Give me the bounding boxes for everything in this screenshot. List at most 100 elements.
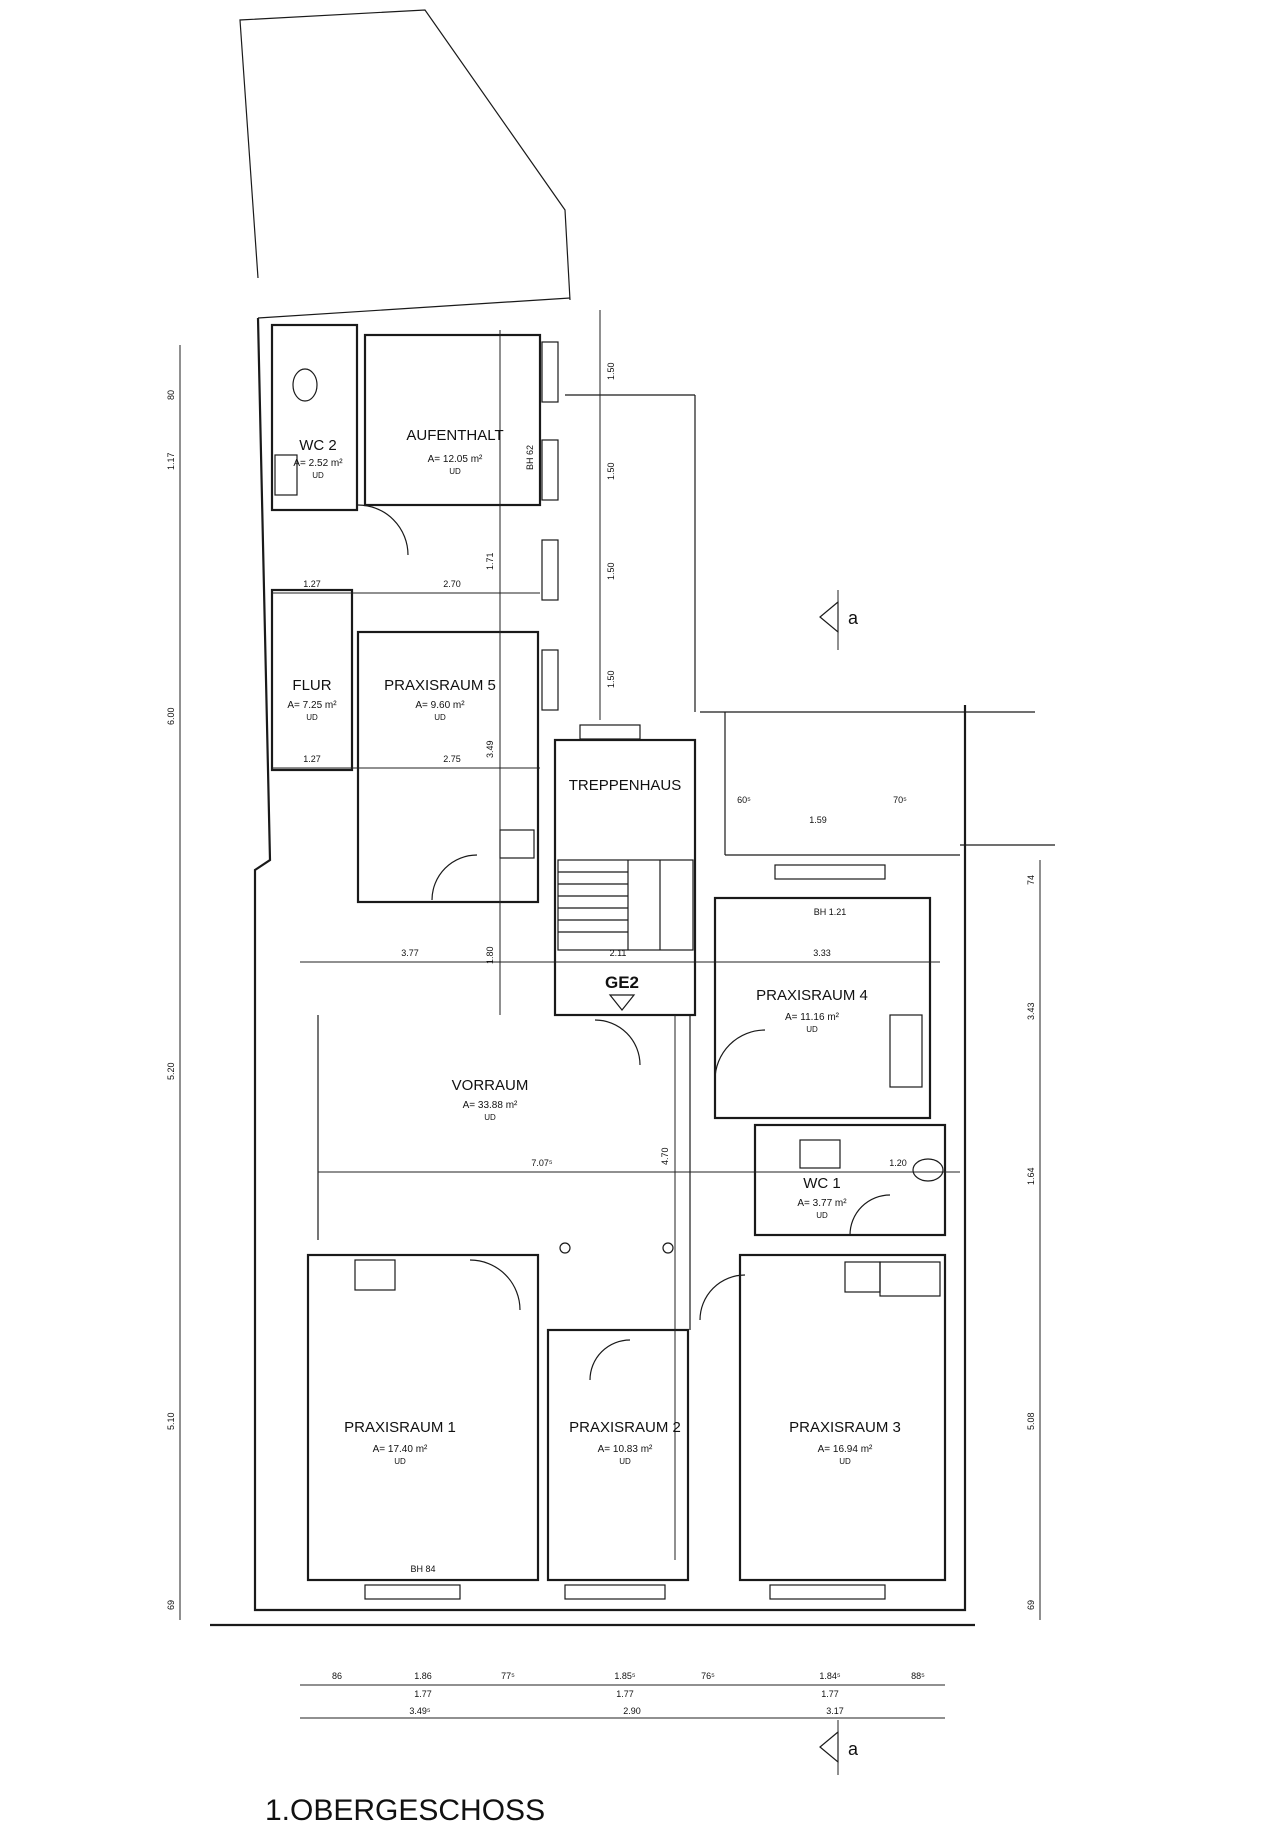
dim-text: 1.17 (166, 452, 176, 470)
door-swings (357, 504, 891, 1381)
wc1-walls (753, 1123, 947, 1237)
praxisraum1-walls (306, 1253, 540, 1582)
stair-dimensions: 1.50 1.50 1.50 1.50 (606, 362, 616, 688)
praxisraum5-walls (356, 630, 540, 904)
room-praxisraum-5: PRAXISRAUM 5 A= 9.60 m² UD (384, 677, 496, 722)
room-floor: UD (434, 713, 446, 722)
dim-text: 60⁵ (737, 795, 751, 805)
room-vorraum: VORRAUM A= 33.88 m² UD (452, 1077, 529, 1122)
dim-text: 2.90 (623, 1706, 641, 1716)
note-bh-84: BH 84 (410, 1564, 435, 1574)
dim-text: 1.50 (606, 462, 616, 480)
wc2-walls (270, 323, 359, 512)
interior-walls (270, 323, 947, 1582)
dim-text: 2.75 (443, 754, 461, 764)
section-letter: a (848, 608, 859, 628)
room-flur: FLUR A= 7.25 m² UD (287, 677, 337, 722)
room-name: AUFENTHALT (406, 427, 503, 444)
room-wc-1: WC 1 A= 3.77 m² UD (797, 1175, 847, 1220)
dim-text: 3.49⁵ (409, 1706, 431, 1716)
dim-text: 69 (166, 1600, 176, 1610)
dim-text: 80 (166, 390, 176, 400)
room-area: A= 17.40 m² (373, 1444, 428, 1455)
room-floor: UD (449, 467, 461, 476)
flur-walls (270, 588, 354, 772)
dim-text: 3.77 (401, 948, 419, 958)
dim-text: 5.20 (166, 1062, 176, 1080)
room-area: A= 10.83 m² (598, 1444, 653, 1455)
floor-title: 1.OBERGESCHOSS (265, 1794, 545, 1827)
aufenthalt-walls (363, 333, 542, 507)
room-name: PRAXISRAUM 3 (789, 1419, 901, 1436)
toilet-wc2 (292, 368, 318, 402)
dim-text: 1.77 (821, 1689, 839, 1699)
room-floor: UD (839, 1457, 851, 1466)
core-label: GE2 (605, 973, 639, 992)
double-basin-praxisraum3 (879, 1261, 941, 1297)
dim-text: 70⁵ (893, 795, 907, 805)
room-name: FLUR (292, 677, 331, 694)
room-praxisraum-2: PRAXISRAUM 2 A= 10.83 m² UD (569, 1419, 681, 1466)
room-praxisraum-1: PRAXISRAUM 1 A= 17.40 m² UD (344, 1419, 456, 1466)
dim-text: 1.20 (889, 1158, 907, 1168)
treppenhaus-walls (553, 738, 697, 1017)
sink-praxisraum4 (889, 1014, 923, 1088)
dim-text: 1.50 (606, 670, 616, 688)
inner-dimensions: 1.27 2.70 1.27 2.75 3.77 2.11 3.33 7.07⁵… (303, 552, 907, 1168)
room-floor: UD (306, 713, 318, 722)
dim-text: 4.70 (660, 1147, 670, 1165)
dim-text: 1.50 (606, 362, 616, 380)
dim-text: 1.77 (616, 1689, 634, 1699)
room-name: PRAXISRAUM 1 (344, 1419, 456, 1436)
dim-text: 77⁵ (501, 1671, 515, 1681)
basin-praxisraum5 (499, 829, 535, 859)
room-area: A= 7.25 m² (287, 700, 337, 711)
dim-text: 74 (1026, 875, 1036, 885)
dim-text: 5.10 (166, 1412, 176, 1430)
praxisraum3-walls (738, 1253, 947, 1582)
stair (557, 859, 694, 951)
basin-wc2 (274, 454, 298, 496)
dim-text: 88⁵ (911, 1671, 925, 1681)
room-wc-2: WC 2 A= 2.52 m² UD (293, 437, 343, 480)
basin-wc1 (799, 1139, 841, 1169)
right-dimensions: 3.43 1.64 5.08 74 69 (1026, 875, 1036, 1610)
room-praxisraum-4: PRAXISRAUM 4 A= 11.16 m² UD (756, 987, 868, 1034)
room-name: TREPPENHAUS (569, 777, 682, 794)
dim-text: 1.71 (485, 552, 495, 570)
basin-praxisraum1 (354, 1259, 396, 1291)
left-dimensions: 6.00 5.20 5.10 1.17 80 69 (166, 390, 176, 1610)
dim-text: 1.85⁵ (614, 1671, 636, 1681)
note-bh-62: BH 62 (525, 445, 535, 470)
dim-text: 5.08 (1026, 1412, 1036, 1430)
dim-text: 3.17 (826, 1706, 844, 1716)
dim-text: 3.33 (813, 948, 831, 958)
dim-text: 1.80 (485, 946, 495, 964)
dim-text: 76⁵ (701, 1671, 715, 1681)
room-floor: UD (806, 1025, 818, 1034)
room-name: PRAXISRAUM 5 (384, 677, 496, 694)
room-area: A= 11.16 m² (785, 1012, 840, 1023)
sanitary-fixtures (274, 368, 944, 1297)
bottom-dimensions-row-2: 3.49⁵ 2.90 3.17 (409, 1706, 843, 1716)
praxisraum4-walls (713, 896, 932, 1120)
room-name: PRAXISRAUM 4 (756, 987, 868, 1004)
dim-text: 3.49 (485, 740, 495, 758)
dim-text: 3.43 (1026, 1002, 1036, 1020)
dim-text: 7.07⁵ (531, 1158, 553, 1168)
dim-text: 86 (332, 1671, 342, 1681)
dim-text: 1.84⁵ (819, 1671, 841, 1681)
room-name: WC 1 (803, 1175, 841, 1192)
dim-text: 2.11 (610, 948, 627, 958)
room-area: A= 12.05 m² (428, 454, 483, 465)
basin-praxisraum3 (844, 1261, 881, 1293)
dim-text: 2.70 (443, 579, 461, 589)
room-area: A= 2.52 m² (293, 458, 343, 469)
room-name: PRAXISRAUM 2 (569, 1419, 681, 1436)
room-aufenthalt: AUFENTHALT A= 12.05 m² UD (406, 427, 503, 476)
exterior-walls (210, 317, 1055, 1627)
dim-text: 1.77 (414, 1689, 432, 1699)
praxisraum2-walls (546, 1328, 690, 1582)
section-marker-top: a (819, 590, 859, 650)
